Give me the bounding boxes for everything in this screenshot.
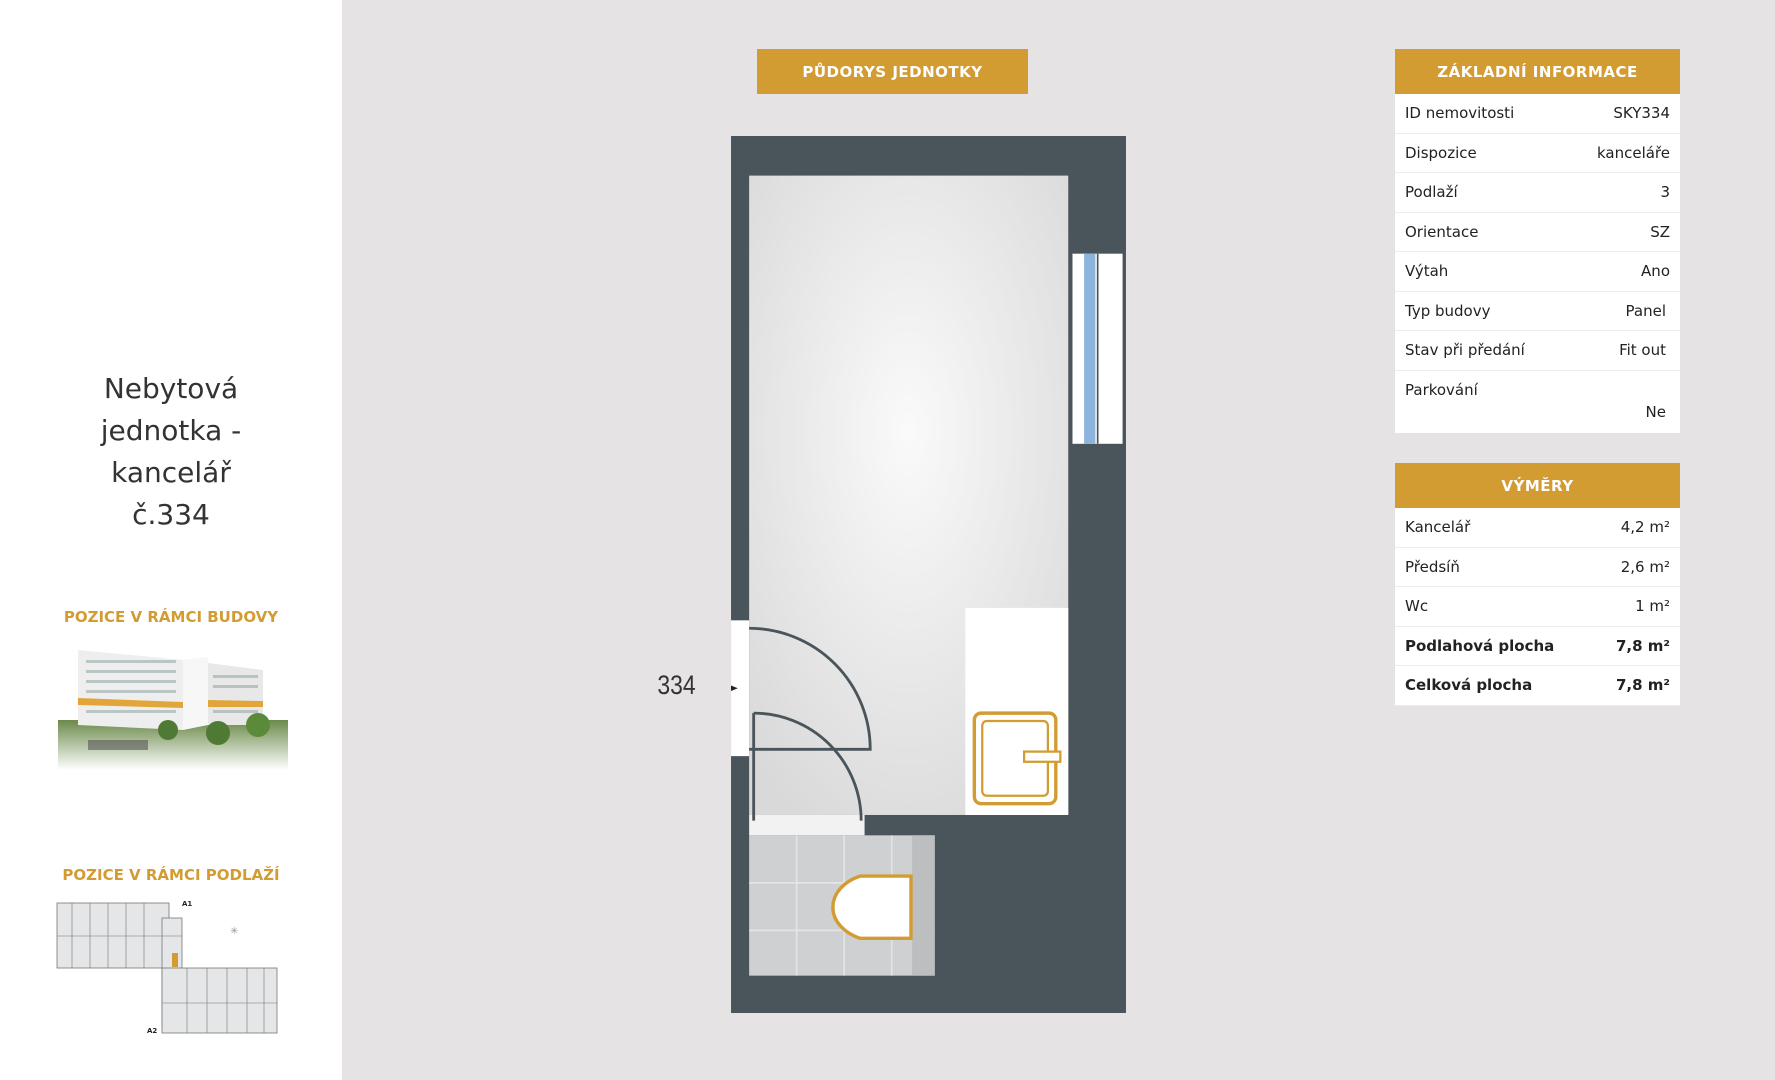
- unit-number-label: 334: [657, 670, 696, 700]
- row-value: 7,8 m²: [1616, 676, 1670, 695]
- row-label: Dispozice: [1405, 143, 1477, 162]
- building-position-heading: POZICE V RÁMCI BUDOVY: [63, 608, 279, 626]
- floor-label-a2: A2: [147, 1027, 157, 1035]
- table-row: Celková plocha 7,8 m²: [1395, 666, 1680, 706]
- areas-table: Kancelář 4,2 m² Předsíň 2,6 m² Wc 1 m² Podl…: [1395, 508, 1680, 706]
- row-label: ID nemovitosti: [1405, 104, 1515, 123]
- areas-heading: VÝMĚRY: [1395, 463, 1680, 508]
- row-value: Panel: [1625, 301, 1666, 320]
- row-label: Stav při předání: [1405, 341, 1525, 360]
- row-value: 4,2 m²: [1620, 518, 1670, 537]
- table-row: Výtah Ano: [1395, 252, 1680, 292]
- floor-position-heading: POZICE V RÁMCI PODLAŽÍ: [62, 866, 280, 884]
- table-row: Wc 1 m²: [1395, 587, 1680, 627]
- row-value: Ano: [1641, 262, 1670, 281]
- row-label: Podlahová plocha: [1405, 636, 1555, 655]
- row-value: Fit out: [1619, 341, 1666, 360]
- table-row: ID nemovitosti SKY334: [1395, 94, 1680, 134]
- table-row: Podlaží 3: [1395, 173, 1680, 213]
- row-label: Typ budovy: [1405, 301, 1491, 320]
- row-label: Orientace: [1405, 222, 1479, 241]
- row-value: 3: [1660, 183, 1670, 202]
- row-value: 2,6 m²: [1620, 557, 1670, 576]
- row-label: Wc: [1405, 597, 1429, 616]
- floor-plan-thumbnail: A1 A2 ✳: [56, 900, 278, 1035]
- unit-floor-plan: [731, 136, 1126, 1013]
- row-label: Celková plocha: [1405, 676, 1533, 695]
- row-label: Podlaží: [1405, 183, 1458, 202]
- entrance-arrow-icon: [731, 685, 738, 691]
- row-value: SZ: [1650, 222, 1670, 241]
- table-row: Stav při předání Fit out: [1395, 331, 1680, 371]
- table-row: Podlahová plocha 7,8 m²: [1395, 627, 1680, 666]
- row-value: SKY334: [1613, 104, 1670, 123]
- compass-icon: ✳: [230, 926, 238, 937]
- basic-info-heading: ZÁKLADNÍ INFORMACE: [1395, 49, 1680, 94]
- table-row: Orientace SZ: [1395, 213, 1680, 252]
- table-row: Dispozice kanceláře: [1395, 134, 1680, 173]
- unit-title: Nebytová jednotka - kancelář č.334: [100, 372, 242, 531]
- table-row: Kancelář 4,2 m²: [1395, 508, 1680, 548]
- table-row: Předsíň 2,6 m²: [1395, 548, 1680, 587]
- row-value: Ne: [1645, 402, 1666, 421]
- row-value: 1 m²: [1635, 597, 1670, 616]
- row-label: Předsíň: [1405, 557, 1460, 576]
- row-label: Výtah: [1405, 262, 1449, 281]
- building-image: [58, 650, 288, 770]
- row-value: 7,8 m²: [1616, 636, 1670, 655]
- row-label: Parkování: [1405, 380, 1478, 399]
- sidebar: Nebytová jednotka - kancelář č.334 POZIC…: [0, 0, 342, 1080]
- table-row: Typ budovy Panel: [1395, 292, 1680, 331]
- floor-label-a1: A1: [182, 900, 192, 908]
- row-label: Kancelář: [1405, 518, 1471, 537]
- floor-plan-heading: PŮDORYS JEDNOTKY: [757, 49, 1028, 94]
- row-value: kanceláře: [1596, 143, 1670, 162]
